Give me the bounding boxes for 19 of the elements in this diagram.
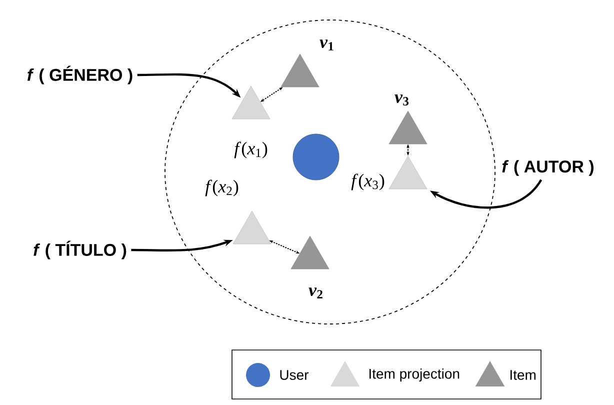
projection-triangle: [388, 156, 428, 190]
item-triangle: [388, 110, 428, 144]
projection-triangle: [232, 210, 272, 244]
math-label: f(x$_{2}$): [205, 180, 238, 196]
projection-triangle: [232, 86, 270, 120]
math-label: v$_{2}$: [308, 288, 322, 298]
legend-label: User: [280, 370, 309, 380]
legend-label: Item projection: [370, 368, 460, 382]
legend-label: Item: [510, 370, 536, 380]
item-triangle: [290, 236, 330, 270]
math-label: v$_{3}$: [394, 94, 409, 106]
math-label: f(x$_{3}$): [351, 174, 384, 190]
function-label: f ( GÉNERO ): [27, 66, 132, 84]
function-label: f ( TÍTULO ): [34, 240, 126, 260]
math-label: f(x$_{1}$): [234, 142, 268, 158]
function-label: f ( AUTOR ): [502, 160, 594, 176]
math-label: v$_{1}$: [320, 40, 334, 50]
item-triangle: [280, 54, 320, 88]
user-circle: [292, 134, 340, 180]
